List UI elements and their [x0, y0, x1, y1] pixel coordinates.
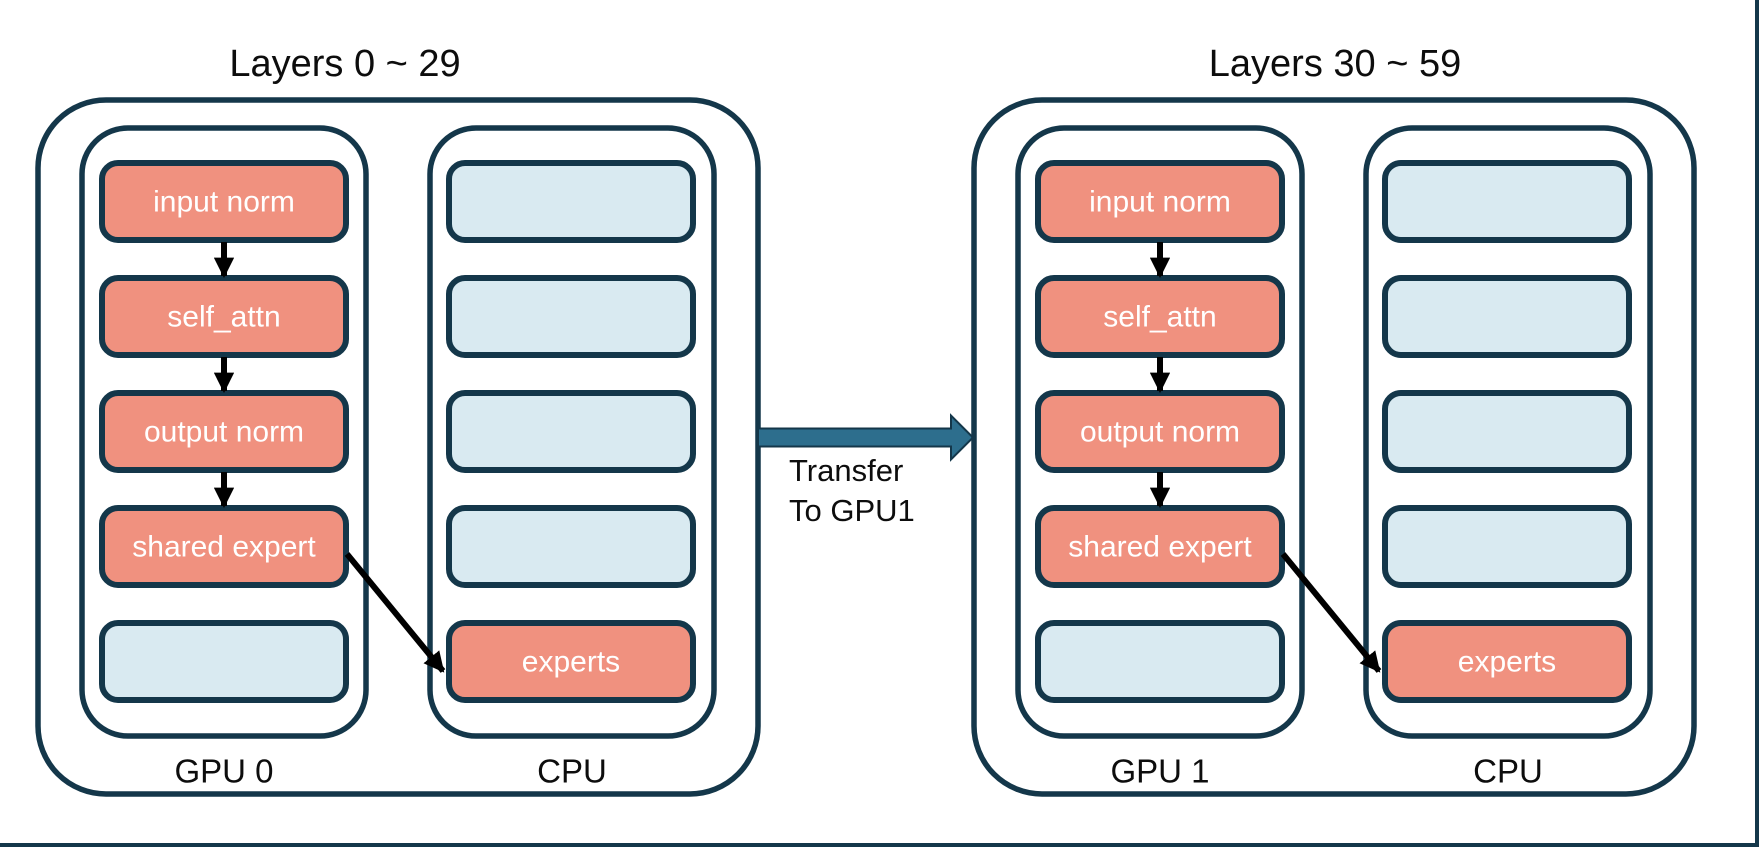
- cpu-box-label: experts: [522, 646, 620, 679]
- page-border-bottom: [0, 843, 1759, 847]
- cpu-box-experts: [446, 620, 696, 703]
- transfer-arrow-icon: [757, 413, 975, 462]
- page-border-right: [1755, 0, 1759, 847]
- cpu-box-label: experts: [1458, 646, 1556, 679]
- gpu-box-label: output norm: [1080, 416, 1240, 449]
- gpu-box-label: shared expert: [132, 531, 316, 564]
- group-layers-0-29: Layers 0 ~ 29 input norm self_attn outpu…: [35, 43, 761, 797]
- cpu-box-empty: [1382, 505, 1632, 588]
- cpu-box-empty: [446, 505, 696, 588]
- cpu-box-empty: [1382, 275, 1632, 358]
- cpu-box-empty: [1382, 390, 1632, 473]
- gpu-box-input-norm: [1035, 160, 1285, 243]
- offload-arrow-icon: [344, 552, 446, 673]
- cpu-label: CPU: [537, 753, 607, 790]
- offload-arrow-icon: [1280, 552, 1382, 673]
- cpu-box-empty: [1382, 160, 1632, 243]
- cpu-box-empty: [446, 160, 696, 243]
- gpu-label: GPU 1: [1110, 753, 1209, 790]
- gpu-box-label: shared expert: [1068, 531, 1252, 564]
- gpu-box-empty: [99, 620, 349, 703]
- cpu-box-empty: [446, 275, 696, 358]
- gpu-box-input-norm: [99, 160, 349, 243]
- transfer-label-line1: Transfer: [789, 453, 903, 488]
- cpu-box-experts: [1382, 620, 1632, 703]
- gpu-label: GPU 0: [174, 753, 273, 790]
- gpu-box-label: self_attn: [167, 301, 280, 334]
- gpu-box-label: output norm: [144, 416, 304, 449]
- gpu-box-empty: [1035, 620, 1285, 703]
- group-title: Layers 0 ~ 29: [229, 43, 460, 85]
- transfer-label-line2: To GPU1: [789, 493, 915, 528]
- gpu-box-label: self_attn: [1103, 301, 1216, 334]
- cpu-label: CPU: [1473, 753, 1543, 790]
- gpu-box-label: input norm: [153, 186, 295, 219]
- gpu-box-label: input norm: [1089, 186, 1231, 219]
- cpu-box-empty: [446, 390, 696, 473]
- group-layers-30-59: Layers 30 ~ 59 input norm self_attn outp…: [971, 43, 1697, 797]
- group-title: Layers 30 ~ 59: [1209, 43, 1461, 85]
